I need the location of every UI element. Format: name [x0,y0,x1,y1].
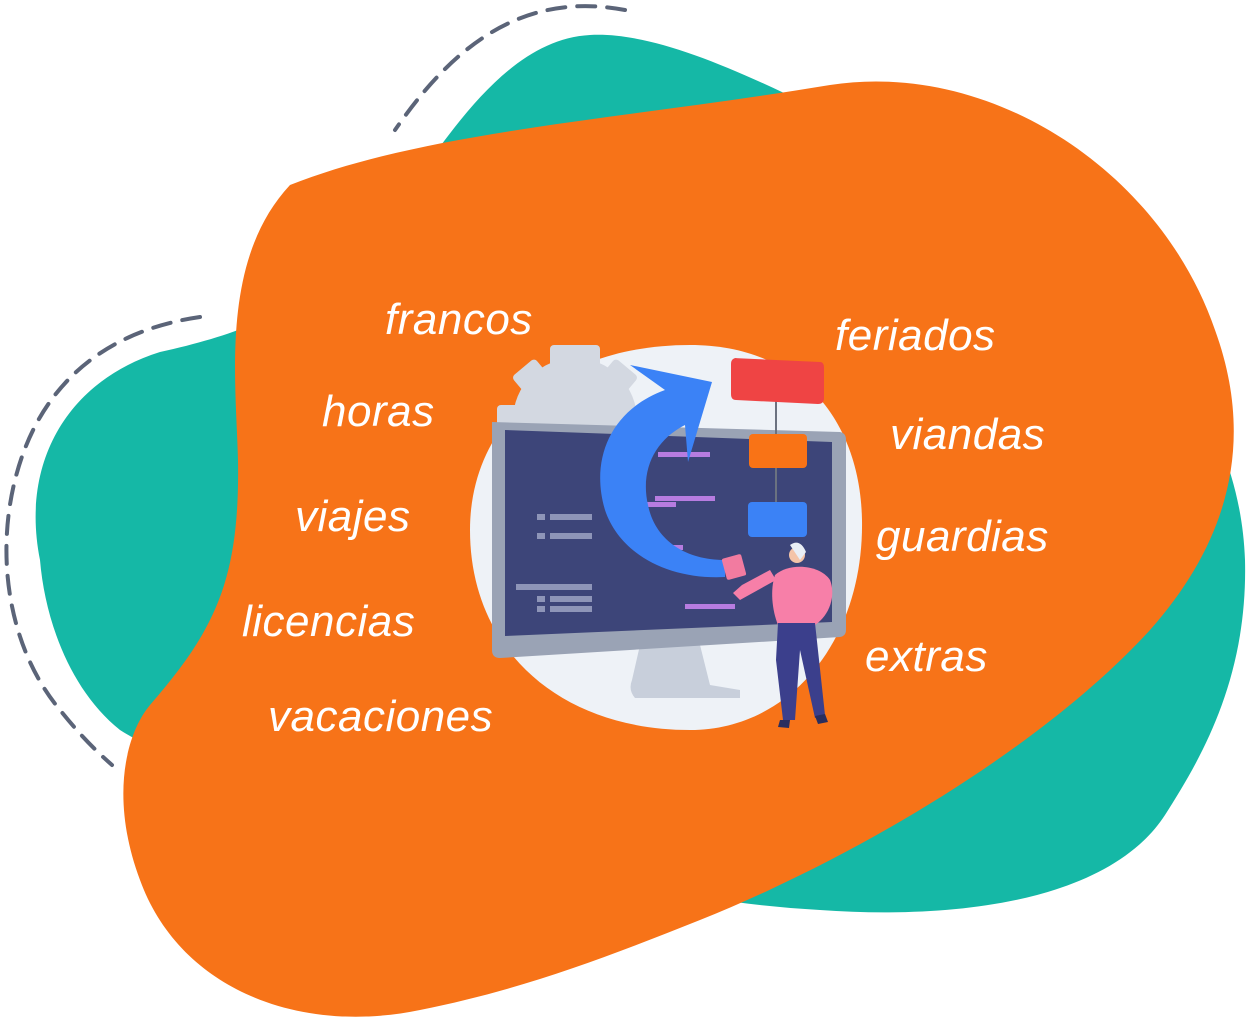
dashed-curve [4,4,627,767]
word-horas: horas [322,387,435,436]
word-viandas: viandas [890,410,1046,459]
refresh-arrow-icon [600,365,725,578]
word-guardias: guardias [876,512,1049,561]
word-francos: francos [385,295,533,344]
word-feriados: feriados [835,311,996,360]
person-figure [721,542,833,728]
word-extras: extras [865,632,988,681]
word-vacaciones: vacaciones [268,692,494,741]
flowchart-icon [731,358,824,537]
word-viajes: viajes [295,492,411,541]
word-licencias: licencias [242,597,416,646]
computer-illustration [470,345,863,730]
